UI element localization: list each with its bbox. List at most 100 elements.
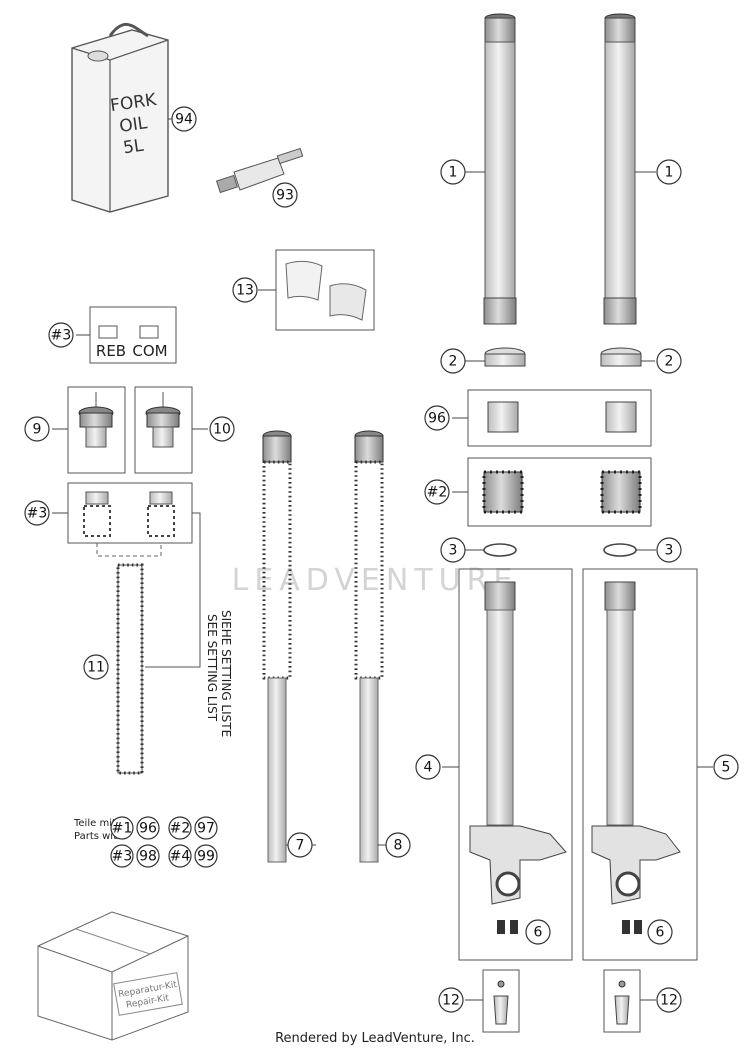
outer-tube-left (483, 13, 517, 325)
lower-leg-5 (582, 568, 698, 961)
callout-circle (424, 405, 450, 431)
callout-c1-left: 1 (440, 159, 466, 185)
axle-screw-12-left (482, 969, 520, 1033)
reb-label: REB (96, 342, 126, 360)
callout-c12-right: 12 (656, 987, 682, 1013)
callout-text: 9 (33, 422, 42, 438)
callout-circle (385, 832, 411, 858)
callout-text: #2 (170, 820, 191, 836)
callout-circle (438, 987, 464, 1013)
callout-c10: 10 (209, 416, 235, 442)
bushing-kit-box (467, 389, 652, 447)
callout-circle (232, 277, 258, 303)
adjuster-tools-box: REB COM (89, 306, 177, 364)
callout-c8: 8 (385, 832, 411, 858)
callout-text: 5 (722, 760, 731, 776)
callout-circle (440, 159, 466, 185)
callout-text: 10 (213, 422, 231, 438)
callout-circle (110, 844, 134, 868)
callout-text: 11 (87, 660, 105, 676)
callout-text: 7 (296, 838, 305, 854)
callout-circle (171, 106, 197, 132)
callout-circle (415, 754, 441, 780)
callout-kit-2: #2 (168, 816, 192, 840)
callout-circle (656, 348, 682, 374)
callout-text: 2 (449, 354, 458, 370)
kit-legend-line2: Parts with (74, 831, 123, 842)
damping-cartridge-8 (354, 430, 384, 863)
callout-c6-left: 6 (525, 919, 551, 945)
callout-kit-5: 98 (136, 844, 160, 868)
callout-text: 4 (424, 760, 433, 776)
callout-kit-4: #3 (110, 844, 134, 868)
kit-legend-line1: Teile mit (73, 818, 116, 829)
callout-text: #1 (112, 820, 133, 836)
ring-3-right (603, 543, 637, 557)
callout-c4: 4 (415, 754, 441, 780)
callout-circle (83, 654, 109, 680)
callout-circle (48, 322, 74, 348)
setting-note-de: SIEHE SETTING LISTE (219, 610, 233, 737)
grease-tube (215, 147, 304, 194)
callout-text: 6 (534, 925, 543, 941)
callout-c94: 94 (171, 106, 197, 132)
oil-can-label-3: 5L (122, 136, 145, 159)
callout-text: 96 (139, 820, 157, 836)
callout-circle (656, 537, 682, 563)
callout-c1-right: 1 (656, 159, 682, 185)
callout-circle (272, 182, 298, 208)
callout-kit-0: #1 (110, 816, 134, 840)
callout-text: 99 (197, 848, 215, 864)
watermark: LEADVENTURE (232, 563, 519, 598)
callout-circle (136, 844, 160, 868)
callout-c3hash-top: #3 (48, 322, 74, 348)
seal-kit-box (467, 457, 652, 527)
callout-text: 98 (139, 848, 157, 864)
callout-text: 96 (428, 411, 446, 427)
part-2-right (600, 347, 642, 367)
callout-text: 3 (665, 543, 674, 559)
ring-3-left (483, 543, 517, 557)
callout-circle (24, 416, 50, 442)
callout-circle (168, 816, 192, 840)
part-10-box (134, 386, 193, 474)
leader-lines (52, 118, 713, 1001)
callout-c2-left: 2 (440, 348, 466, 374)
callout-text: #4 (170, 848, 191, 864)
part-9-box (67, 386, 126, 474)
callout-circle (647, 919, 673, 945)
callout-circle (713, 754, 739, 780)
callout-c3-left: 3 (440, 537, 466, 563)
callout-circle (24, 500, 50, 526)
axle-screw-12-right (603, 969, 641, 1033)
fork-spring-11 (116, 563, 144, 775)
setting-note-en: SEE SETTING LIST (205, 614, 219, 722)
callout-text: #2 (427, 485, 448, 501)
callout-circle (136, 816, 160, 840)
callout-kit-3: 97 (194, 816, 218, 840)
callout-text: 97 (197, 820, 215, 836)
callout-text: 93 (276, 188, 294, 204)
callout-text: #3 (51, 328, 72, 344)
callout-circle (209, 416, 235, 442)
callout-text: #3 (27, 506, 48, 522)
callout-circle (424, 479, 450, 505)
callout-c2hash: #2 (424, 479, 450, 505)
callout-c12-left: 12 (438, 987, 464, 1013)
footer-credit: Rendered by LeadVenture, Inc. (275, 1031, 475, 1046)
part-2-left (484, 347, 526, 367)
callout-text: 13 (236, 283, 254, 299)
lower-leg-4 (458, 568, 573, 961)
callout-c7: 7 (287, 832, 313, 858)
callout-text: 3 (449, 543, 458, 559)
callout-c2-right: 2 (656, 348, 682, 374)
kit-legend: Teile mit Parts with (73, 818, 123, 842)
kit-badge-layer: #1 96 #2 97 #3 98 #4 99 (110, 816, 218, 868)
callout-text: #3 (112, 848, 133, 864)
callout-c5: 5 (713, 754, 739, 780)
callout-c6-right: 6 (647, 919, 673, 945)
callout-c11: 11 (83, 654, 109, 680)
callout-text: 94 (175, 112, 193, 128)
